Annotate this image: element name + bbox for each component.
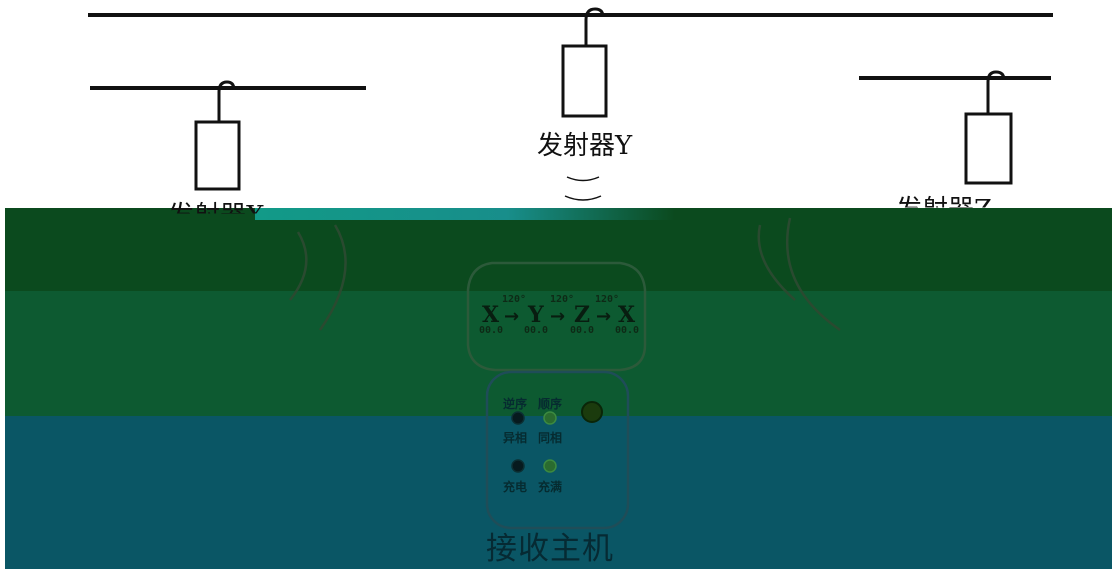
phase-reading-2: 00.0 xyxy=(524,325,549,336)
lamp-label-in-phase: 同相 xyxy=(538,431,563,445)
receiver-control-housing xyxy=(485,370,630,530)
phase-letter-x-start: X xyxy=(482,302,500,328)
lamp-charging xyxy=(511,459,525,473)
lamp-label-full: 充满 xyxy=(538,480,563,494)
transmitter-x-label: 发射器X xyxy=(168,195,265,214)
background-band-middle xyxy=(5,291,1112,416)
receiver-display-housing xyxy=(466,261,647,372)
phase-angle-1: 120° xyxy=(502,294,527,305)
signal-wave-x-1 xyxy=(289,231,308,301)
hook-x xyxy=(217,80,236,122)
signal-wave-x-2 xyxy=(318,224,347,331)
transmitter-x-body xyxy=(194,120,241,191)
transmitter-y-body xyxy=(561,44,608,118)
phase-reading-3: 00.0 xyxy=(570,325,595,336)
phase-reading-4: 00.0 xyxy=(615,325,640,336)
lamp-reverse xyxy=(511,411,525,425)
phase-angle-2: 120° xyxy=(550,294,575,305)
lamp-label-reverse: 逆序 xyxy=(503,397,528,411)
lamp-same-phase xyxy=(543,411,557,425)
signal-wave-z-1 xyxy=(757,224,796,301)
lamp-label-out-of-phase: 异相 xyxy=(503,431,528,445)
lamp-full xyxy=(543,459,557,473)
lamp-main xyxy=(581,401,603,423)
phase-letter-z: Z xyxy=(574,302,591,328)
receiver-title: 接收主机 xyxy=(486,531,614,567)
signal-wave-y-2 xyxy=(564,195,602,201)
background-band-bottom xyxy=(5,416,1112,569)
phase-letter-x-end: X xyxy=(618,302,636,328)
lamp-label-charging: 充电 xyxy=(503,480,528,494)
hook-y xyxy=(584,7,605,46)
phase-letter-y: Y xyxy=(528,302,544,328)
transmitter-z-label: 发射器Z xyxy=(896,189,992,208)
transmitter-z-body xyxy=(964,112,1013,185)
phase-arrow-2: → xyxy=(550,306,566,327)
phase-reading-1: 00.0 xyxy=(479,325,504,336)
phase-angle-3: 120° xyxy=(595,294,620,305)
phase-arrow-1: → xyxy=(504,306,520,327)
signal-wave-z-2 xyxy=(785,217,841,332)
background-band-top xyxy=(5,208,1112,291)
signal-wave-y-1 xyxy=(566,176,600,182)
hook-z xyxy=(986,70,1006,114)
phase-arrow-3: → xyxy=(596,306,612,327)
transmitter-y-label: 发射器Y xyxy=(537,131,633,161)
lamp-label-sequence: 顺序 xyxy=(538,397,563,411)
